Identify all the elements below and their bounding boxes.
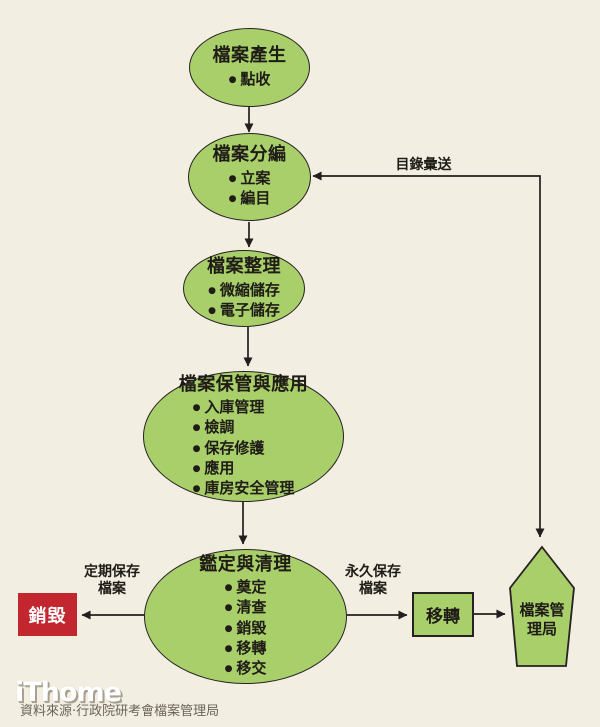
destroy-label: 銷毀 [28,605,67,627]
bullet-text: 保存修護 [204,438,265,457]
bullet-text: 庫房安全管理 [204,479,295,498]
label-permanent-line1: 永久保存 [345,564,401,580]
bullet-item: ●庫房安全管理 [193,479,295,497]
bullet-item: ●編目 [229,189,271,207]
label-periodic-line2: 檔案 [98,581,126,597]
bullet-item: ●微縮儲存 [208,281,280,299]
bullet-text: 編目 [240,189,271,208]
label-catalog-text: 目錄彙送 [395,157,452,173]
bullet-icon: ● [224,664,233,675]
bullet-text: 銷毀 [236,618,267,637]
arrow-catalog-transmission [312,171,545,538]
bullet-icon: ● [224,643,233,654]
bullet-icon: ● [208,305,216,316]
bullet-icon: ● [208,285,216,296]
bullet-text: 應用 [204,458,235,477]
transfer-label: 移轉 [426,607,460,627]
bureau-label-line2: 理局 [526,620,557,638]
bullet-list: ●點收 [229,69,271,89]
bureau-label-line1: 檔案管 [519,601,565,619]
bullet-icon: ● [192,443,201,454]
bureau-label: 檔案管 理局 [504,601,580,639]
label-periodic-line1: 定期保存 [84,564,140,580]
bullet-icon: ● [224,603,233,614]
bullet-text: 移交 [236,659,267,678]
bullet-item: ●電子儲存 [208,301,280,319]
bullet-item: ●檢調 [193,418,235,436]
node-title: 檔案產生 [212,45,287,67]
bullet-text: 奠定 [236,578,267,597]
node-classify: 檔案分編 ●立案 ●編目 [188,133,311,221]
bullet-item: ●應用 [193,459,235,477]
bullet-item: ●入庫管理 [193,398,265,416]
node-title: 檔案整理 [207,255,281,277]
bullet-text: 點收 [240,69,271,88]
bullet-item: ●銷毀 [225,619,267,637]
bullet-icon: ● [192,484,201,495]
node-organize: 檔案整理 ●微縮儲存 ●電子儲存 [183,250,305,327]
label-permanent-preservation: 永久保存 檔案 [336,564,410,598]
bullet-icon: ● [192,403,201,414]
bullet-text: 移轉 [236,638,267,657]
bullet-icon: ● [192,423,201,434]
bullet-text: 立案 [240,169,271,188]
label-permanent-line2: 檔案 [359,581,387,597]
source-caption: 資料來源·行政院研考會檔案管理局 [20,704,220,719]
node-produce: 檔案產生 ●點收 [189,28,310,107]
bullet-item: ●移轉 [225,639,267,657]
bullet-text: 微縮儲存 [219,280,280,299]
node-title: 鑑定與清理 [199,553,292,575]
transfer-box: 移轉 [412,592,474,637]
ithome-logo: iThome [15,677,122,708]
label-periodic-preservation: 定期保存 檔案 [70,564,154,598]
bullet-list: ●奠定 ●清查 ●銷毀 ●移轉 ●移交 [225,577,267,678]
bullet-text: 入庫管理 [204,398,265,417]
destroy-box: 銷毀 [18,593,77,636]
bureau-pentagon [509,545,575,667]
label-catalog-transmission: 目錄彙送 [366,157,481,174]
bullet-icon: ● [192,463,201,474]
bullet-list: ●入庫管理 ●檢調 ●保存修護 ●應用 ●庫房安全管理 [193,397,295,498]
node-title: 檔案保管與應用 [178,373,309,395]
bullet-text: 檢調 [204,418,235,437]
bullet-icon: ● [228,74,237,85]
bullet-list: ●微縮儲存 ●電子儲存 [208,280,280,321]
node-title: 檔案分編 [212,144,287,166]
bullet-icon: ● [228,174,237,185]
bullet-list: ●立案 ●編目 [229,168,271,209]
bullet-item: ●保存修護 [193,439,265,457]
node-appraisal: 鑑定與清理 ●奠定 ●清查 ●銷毀 ●移轉 ●移交 [144,549,347,684]
bullet-item: ●立案 [229,169,271,187]
node-custody: 檔案保管與應用 ●入庫管理 ●檢調 ●保存修護 ●應用 ●庫房安全管理 [143,371,344,502]
bullet-text: 清查 [236,598,267,617]
bullet-icon: ● [224,623,233,634]
bullet-item: ●清查 [225,598,267,616]
bullet-icon: ● [224,583,233,594]
bullet-item: ●奠定 [225,578,267,596]
bullet-icon: ● [228,194,237,205]
bullet-item: ●移交 [225,659,267,677]
bullet-text: 電子儲存 [219,300,280,319]
bullet-item: ●點收 [229,70,271,88]
